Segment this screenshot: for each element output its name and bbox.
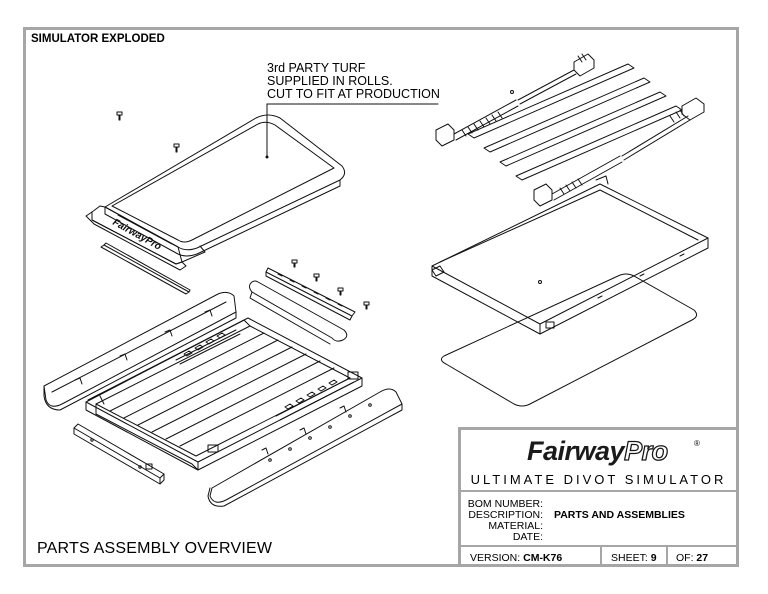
brand-wordmark: FairwayPro <box>527 435 669 467</box>
roller-bar <box>249 280 348 345</box>
base-pad <box>440 273 698 407</box>
base-tray <box>431 175 709 335</box>
brand-main: Fairway <box>527 436 625 466</box>
sheet-value: 9 <box>650 552 657 564</box>
version-label: VERSION: <box>470 552 521 564</box>
title-block: FairwayPro ® ULTIMATE DIVOT SIMULATOR BO… <box>458 427 739 567</box>
revision-row: VERSION: CM-K76 SHEET: 9 OF: 27 <box>461 547 736 567</box>
field-label: MATERIAL: <box>488 520 543 532</box>
bottom-divider <box>461 545 736 547</box>
product-subtitle: ULTIMATE DIVOT SIMULATOR <box>470 472 727 487</box>
field-description: DESCRIPTION: PARTS AND ASSEMBLIES <box>461 509 736 521</box>
brand-logo: FairwayPro ® <box>461 430 736 470</box>
lip-rail <box>100 242 191 295</box>
field-material: MATERIAL: <box>461 520 736 532</box>
callout-line-1: 3rd PARTY TURF <box>267 61 366 75</box>
field-label: DATE: <box>512 531 543 543</box>
title-divider <box>461 490 736 492</box>
top-screws <box>116 111 180 153</box>
field-label: BOM NUMBER: <box>467 498 543 510</box>
sheet-cell: SHEET: 9 <box>611 552 657 564</box>
flat-strips <box>467 63 683 181</box>
front-rail <box>73 423 165 485</box>
of-cell: OF: 27 <box>676 552 708 564</box>
turf-tray: FairwayPro <box>85 114 346 271</box>
sheet-title: SIMULATOR EXPLODED <box>31 33 165 45</box>
cell-separator <box>600 547 602 567</box>
left-side-frame <box>43 291 237 411</box>
of-value: 27 <box>696 552 709 564</box>
upper-actuator <box>435 53 595 147</box>
toothed-rail <box>265 267 356 321</box>
field-label: DESCRIPTION: <box>468 509 543 521</box>
version-value: CM-K76 <box>523 552 563 564</box>
field-value: PARTS AND ASSEMBLIES <box>554 509 685 521</box>
callout-leader <box>265 103 439 159</box>
lower-actuator <box>533 97 705 207</box>
middle-screws <box>291 259 370 310</box>
field-date: DATE: <box>461 531 736 543</box>
main-frame <box>85 317 363 471</box>
overview-label: PARTS ASSEMBLY OVERVIEW <box>37 540 273 557</box>
callout-line-2: SUPPLIED IN ROLLS. <box>267 74 393 88</box>
version-cell: VERSION: CM-K76 <box>470 552 562 564</box>
of-label: OF: <box>676 552 694 564</box>
right-side-frame <box>207 388 403 507</box>
turf-callout: 3rd PARTY TURF SUPPLIED IN ROLLS. CUT TO… <box>267 62 440 101</box>
callout-line-3: CUT TO FIT AT PRODUCTION <box>267 87 440 101</box>
field-bom: BOM NUMBER: <box>461 498 736 510</box>
sheet-label: SHEET: <box>611 552 648 564</box>
registered-mark: ® <box>694 439 700 448</box>
cell-separator <box>666 547 668 567</box>
brand-pro: Pro <box>623 435 668 466</box>
